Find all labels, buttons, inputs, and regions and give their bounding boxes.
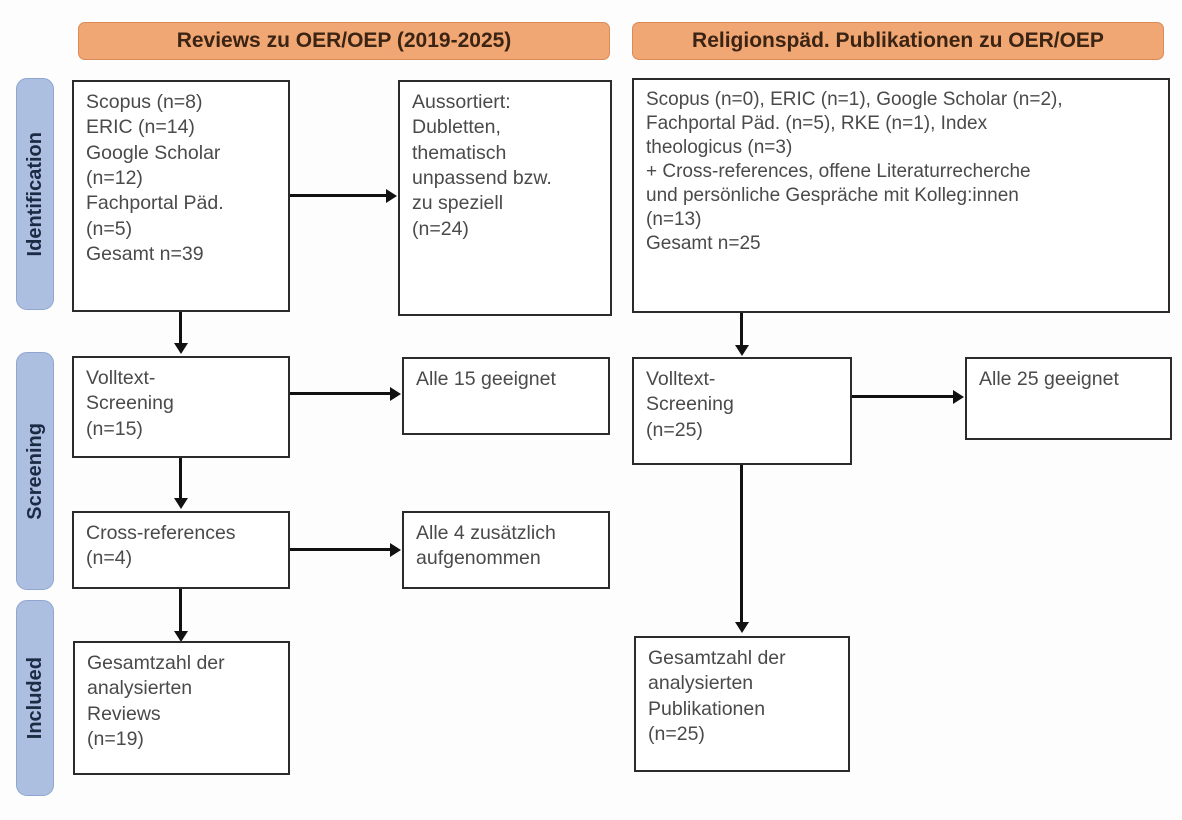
arrowhead-left-sources-to-screening [173,343,188,354]
box-left-all-eligible: Alle 15 geeignet [402,357,610,435]
box-left-included-total: Gesamtzahl der analysierten Reviews (n=1… [73,641,290,775]
arrowhead-left-crossrefs-to-added [390,542,401,557]
arrowhead-right-sources-to-screening [734,345,749,356]
connector-right-screening-to-eligible [852,395,953,398]
stage-label-identification: Identification [16,78,54,310]
connector-left-sources-to-screening [179,312,182,343]
connector-left-sources-to-excluded [290,194,386,197]
arrowhead-left-crossrefs-to-included [173,631,188,642]
stage-label-identification-text: Identification [23,131,46,257]
stage-label-included: Included [16,600,54,796]
arrowhead-right-screening-to-included [734,622,749,633]
box-left-excluded: Aussortiert: Dubletten, thematisch unpas… [398,80,612,316]
arrowhead-left-sources-to-excluded [386,188,397,203]
arrowhead-left-screening-to-crossrefs [173,498,188,509]
box-left-fulltext-screening: Volltext- Screening (n=15) [72,356,290,458]
stage-label-screening-text: Screening [23,422,46,520]
stage-label-included-text: Included [23,656,46,740]
box-right-identification-sources: Scopus (n=0), ERIC (n=1), Google Scholar… [632,78,1170,313]
connector-left-screening-to-eligible [290,392,390,395]
box-left-cross-references: Cross-references (n=4) [72,511,290,589]
column-header-religionspaed: Religionspäd. Publikationen zu OER/OEP [632,22,1164,60]
connector-right-screening-to-included [740,465,743,622]
box-left-all-added: Alle 4 zusätzlich aufgenommen [402,511,610,589]
connector-left-screening-to-crossrefs [179,458,182,498]
column-header-reviews: Reviews zu OER/OEP (2019-2025) [78,22,610,60]
box-left-identification-sources: Scopus (n=8) ERIC (n=14) Google Scholar … [72,80,290,312]
stage-label-screening: Screening [16,352,54,590]
connector-left-crossrefs-to-added [290,548,390,551]
connector-right-sources-to-screening [740,313,743,345]
arrowhead-right-screening-to-eligible [953,389,964,404]
box-right-all-eligible: Alle 25 geeignet [965,357,1172,440]
arrowhead-left-screening-to-eligible [390,386,401,401]
box-right-included-total: Gesamtzahl der analysierten Publikatione… [634,636,850,772]
connector-left-crossrefs-to-included [179,589,182,631]
box-right-fulltext-screening: Volltext- Screening (n=25) [632,357,852,465]
